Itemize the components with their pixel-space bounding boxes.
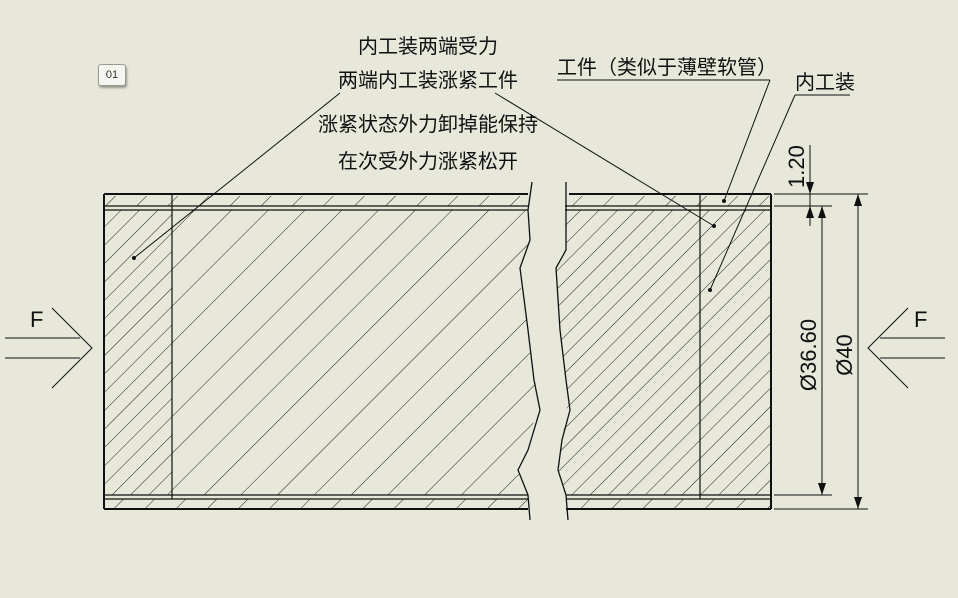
note-line-2: 两端内工装涨紧工件 xyxy=(338,68,518,92)
leader-dots xyxy=(132,199,726,292)
break-lines xyxy=(517,181,571,521)
force-arrow-left xyxy=(5,307,93,389)
dimension-lines xyxy=(774,145,868,510)
workpiece-label: 工件（类似于薄壁软管） xyxy=(557,55,777,79)
dimension-arrows xyxy=(806,182,862,509)
tube-wall-top-left xyxy=(104,196,528,206)
wall-thickness-dim: 1.20 xyxy=(784,145,809,188)
note-line-4: 在次受外力涨紧松开 xyxy=(338,149,518,173)
tube-wall-bottom-right xyxy=(566,499,771,509)
inner-core-left xyxy=(104,210,538,495)
force-arrow-right xyxy=(867,307,945,389)
bore-lines xyxy=(104,194,771,500)
inner-diameter-dim: Ø36.60 xyxy=(796,319,821,391)
view-tag[interactable]: 01 xyxy=(98,64,126,86)
force-label-left: F xyxy=(30,307,43,332)
inner-core-right xyxy=(556,210,771,495)
force-label-right: F xyxy=(914,307,927,332)
part-outline xyxy=(103,193,772,510)
outer-diameter-dim: Ø40 xyxy=(832,334,857,376)
tube-wall-top-right xyxy=(569,196,771,206)
note-line-3: 涨紧状态外力卸掉能保持 xyxy=(318,112,538,136)
tube-wall-bottom-left xyxy=(104,499,528,509)
leader-lines xyxy=(133,79,850,291)
note-line-1: 内工装两端受力 xyxy=(358,34,498,58)
inner-tool-label: 内工装 xyxy=(795,70,855,94)
